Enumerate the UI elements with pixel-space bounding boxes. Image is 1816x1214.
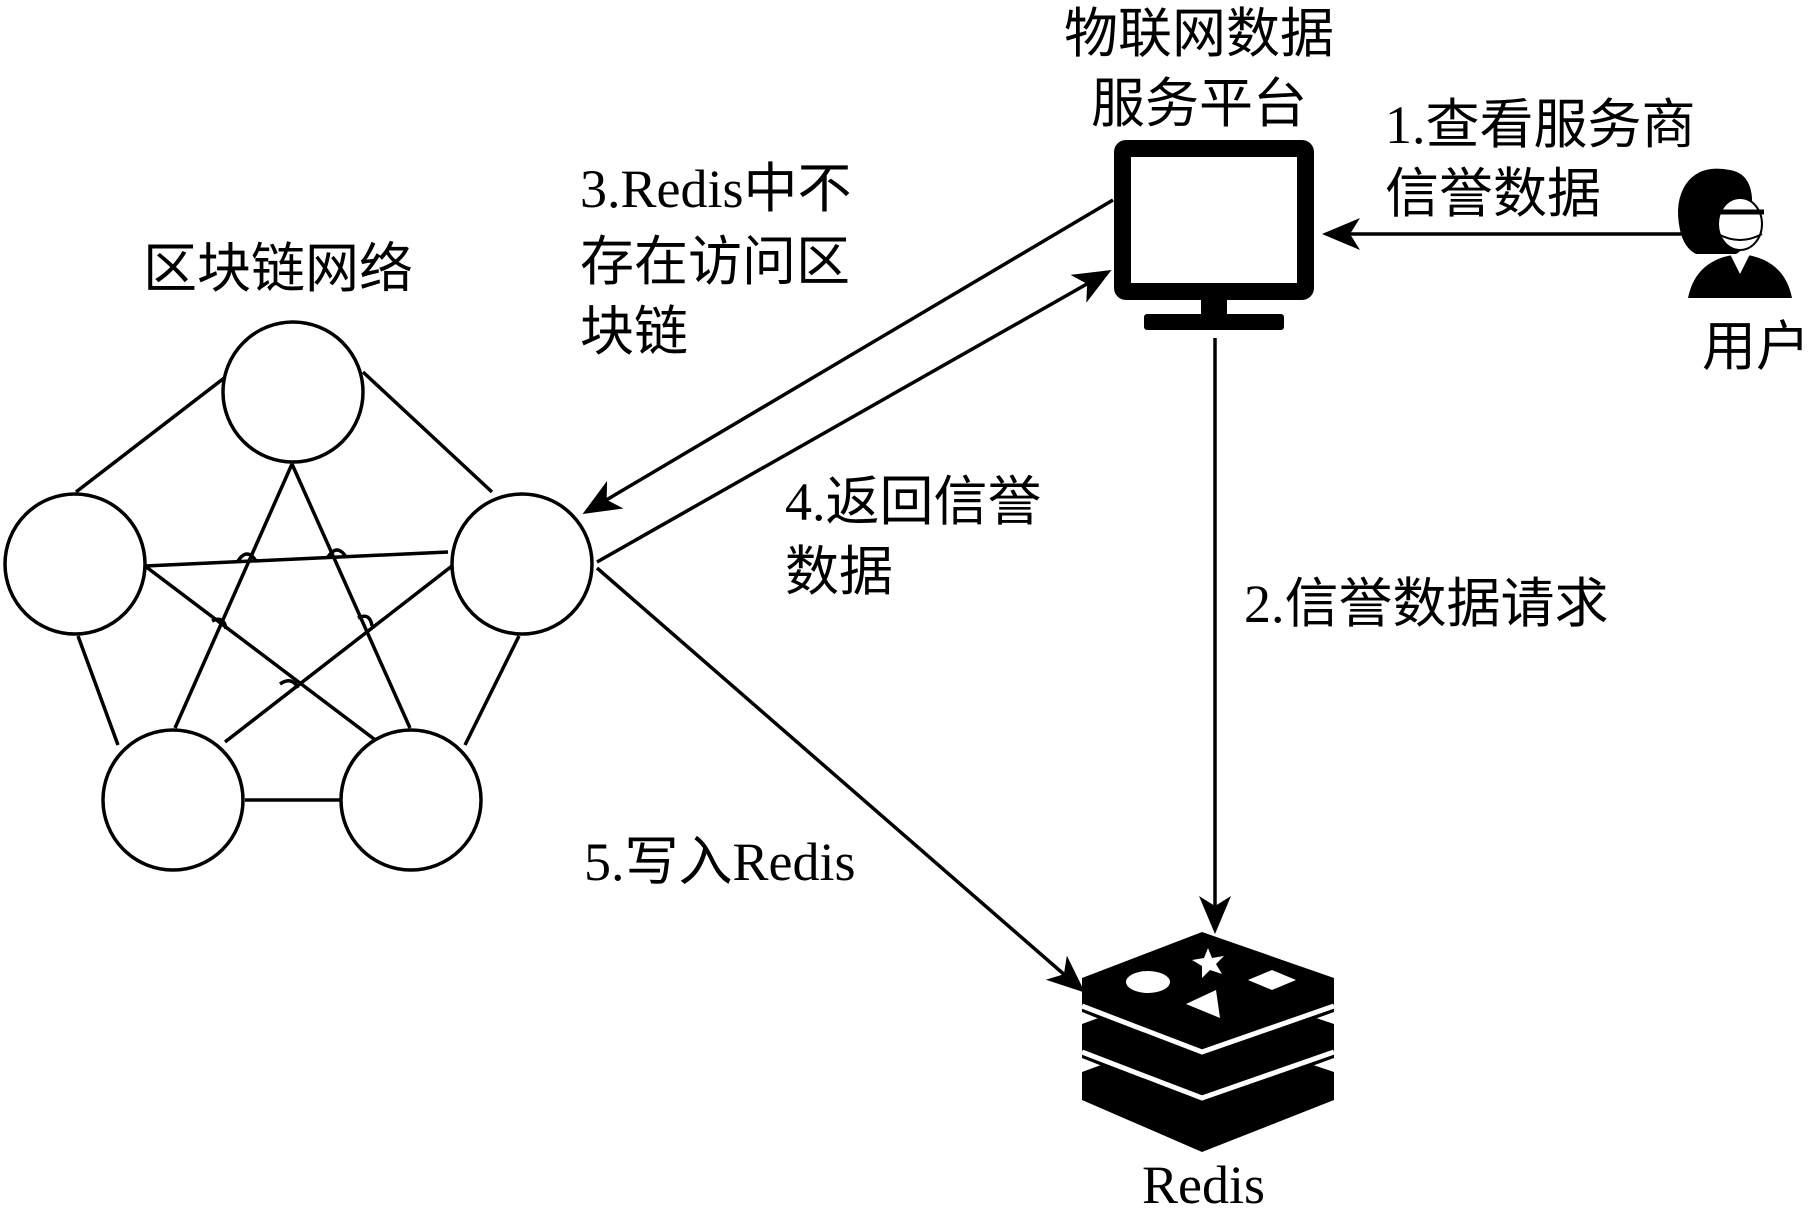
blockchain-title: 区块链网络: [143, 239, 413, 299]
redis-logo-icon: [1081, 932, 1335, 1152]
edge-hop-1: [236, 552, 258, 563]
blockchain-node-bottom-left: [101, 728, 245, 872]
edge-top-right: [361, 370, 494, 494]
edge-left-right: [144, 550, 449, 568]
step3-label-line2: 存在访问区: [580, 232, 850, 292]
step3-label-line3: 块链: [580, 302, 688, 362]
user: 用户: [1678, 168, 1810, 377]
redis-label: Redis: [1142, 1155, 1265, 1214]
step2-label: 2.信誉数据请求: [1244, 574, 1609, 634]
blockchain-network: 区块链网络: [3, 239, 594, 872]
edge-top-bottomleft: [173, 463, 294, 729]
monitor-icon: [1114, 140, 1314, 330]
arrow-step5: [595, 566, 1086, 993]
arrow-step3: [582, 198, 1114, 515]
blockchain-node-left: [3, 492, 147, 636]
step4-label-line2: 数据: [785, 542, 893, 602]
platform: 物联网数据 服务平台: [1064, 4, 1334, 330]
edge-right-bottomright: [463, 635, 521, 746]
edge-hop-5: [279, 679, 300, 689]
platform-title-line2: 服务平台: [1091, 74, 1307, 134]
edge-hop-4: [357, 614, 374, 627]
step3-label-line1: 3.Redis中不: [580, 159, 852, 219]
arrow-step4: [596, 270, 1112, 564]
edge-hop-2: [326, 548, 348, 559]
blockchain-node-top: [221, 320, 365, 464]
edge-top-left: [74, 370, 234, 494]
edge-hop-3: [211, 617, 228, 630]
step1-label-line2: 信誉数据: [1385, 164, 1601, 224]
edge-left-bottomright: [143, 564, 380, 744]
edge-top-bottomright: [290, 463, 412, 729]
step-labels: 1.查看服务商 信誉数据 2.信誉数据请求 3.Redis中不 存在访问区 块链…: [580, 95, 1696, 892]
blockchain-node-bottom-right: [339, 728, 483, 872]
blockchain-node-right: [450, 492, 594, 636]
step5-label: 5.写入Redis: [584, 832, 856, 892]
user-label: 用户: [1702, 317, 1810, 377]
edge-left-bottomleft: [76, 635, 120, 746]
platform-title-line1: 物联网数据: [1064, 4, 1334, 64]
edge-right-bottomleft: [223, 564, 454, 744]
step1-label-line1: 1.查看服务商: [1385, 95, 1696, 155]
redis: Redis: [1081, 932, 1335, 1214]
step4-label-line1: 4.返回信誉: [785, 472, 1042, 532]
